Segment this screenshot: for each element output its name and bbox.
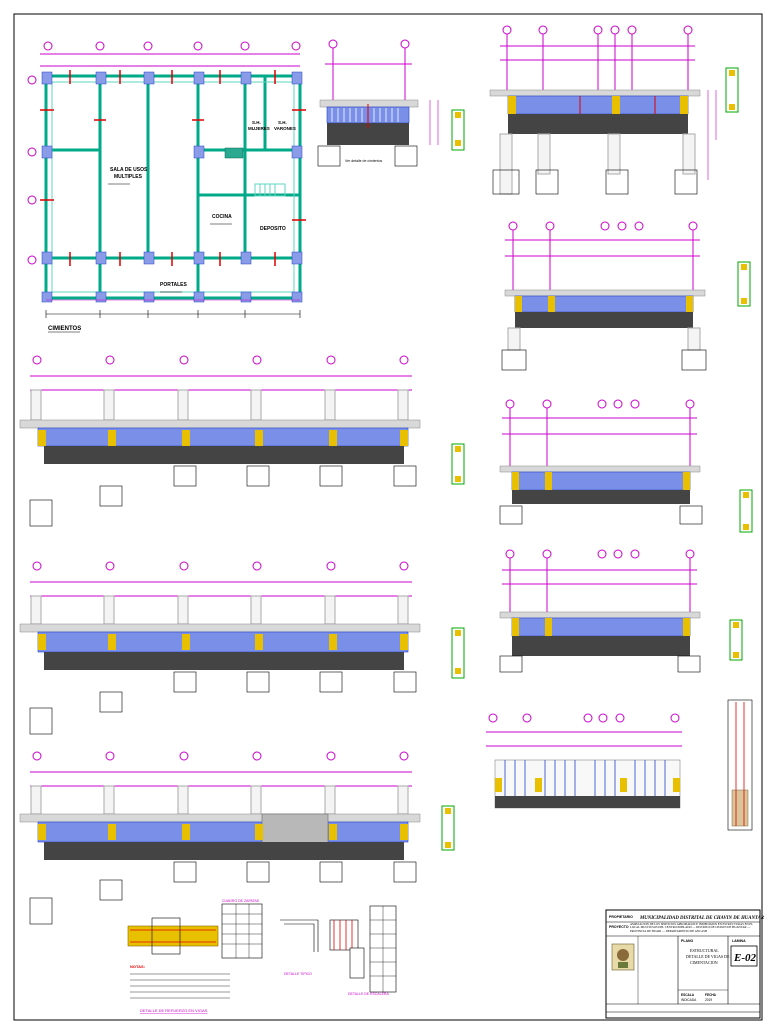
room-label-sala: SALA DE USOS (110, 167, 148, 173)
date-label: FECHA (705, 993, 717, 997)
room-label-sala-2: MULTIPLES (114, 174, 143, 180)
plan-name-3: CIMENTACION (690, 960, 718, 965)
foundation-plan: SALA DE USOS MULTIPLES S.H. MUJERES S.H.… (27, 41, 306, 333)
section-long-1 (19, 355, 465, 527)
room-label-deposito: DEPOSITO (260, 226, 286, 232)
scale-value: INDICADA (681, 998, 697, 1002)
section-long-2 (19, 561, 465, 735)
section-right-3 (499, 399, 753, 533)
detail-a-caption: DETALLE TIPICO (284, 972, 312, 976)
section-right-4 (499, 549, 743, 673)
bottom-details: CUADRO DE ZAPATAS NOTAS: DETALLE DE REFU… (127, 899, 397, 1013)
scale-label: ESCALA (681, 993, 695, 997)
plan-title: CIMIENTOS (48, 326, 81, 332)
sheet-number: E-02 (733, 952, 757, 964)
project-description: AMPLIACION DE LOS SERVICIOS APROPIADOS E… (630, 923, 753, 933)
room-label-cocina: COCINA (212, 214, 232, 220)
section-long-3 (19, 751, 455, 925)
title-block: PROPIETARIO MUNICIPALIDAD DISTRITAL DE C… (605, 909, 765, 1019)
notes-heading: NOTAS: (130, 964, 145, 969)
sheet-border (13, 13, 763, 1021)
room-label-portales: PORTALES (160, 282, 188, 288)
section-note: Ver detalle de cimientos (345, 159, 382, 163)
room-label-ssh-mujeres: S.H. (252, 120, 261, 125)
room-label-ssh-varones-2: VARONES (274, 126, 296, 131)
date-value: 2019 (705, 998, 712, 1002)
table-header: CUADRO DE ZAPATAS (222, 899, 260, 903)
municipal-crest-icon (611, 943, 635, 971)
section-right-1 (489, 25, 739, 195)
owner-label: PROPIETARIO (609, 915, 633, 919)
room-label-ssh-varones: S.H. (278, 120, 287, 125)
sheet-label: LAMINA (732, 939, 746, 943)
zapatas-table (221, 903, 263, 959)
room-label-ssh-mujeres-2: MUJERES (248, 126, 270, 131)
section-small-top: Ver detalle de cimientos (317, 39, 465, 167)
details-caption: DETALLE DE REFUERZO EN VIGAS (140, 1008, 208, 1013)
section-right-5 (486, 699, 753, 831)
project-label: PROYECTO (609, 925, 629, 929)
owner-name: MUNICIPALIDAD DISTRITAL DE CHAVIN DE HUA… (639, 916, 765, 921)
detail-b-caption: DETALLE DE ESCALERA (348, 992, 389, 996)
plan-label: PLANO (681, 939, 694, 943)
plan-name-2: DETALLE DE VIGAS DE (686, 954, 730, 959)
plan-name-1: ESTRUCTURAL (690, 948, 719, 953)
section-right-2 (501, 221, 751, 371)
